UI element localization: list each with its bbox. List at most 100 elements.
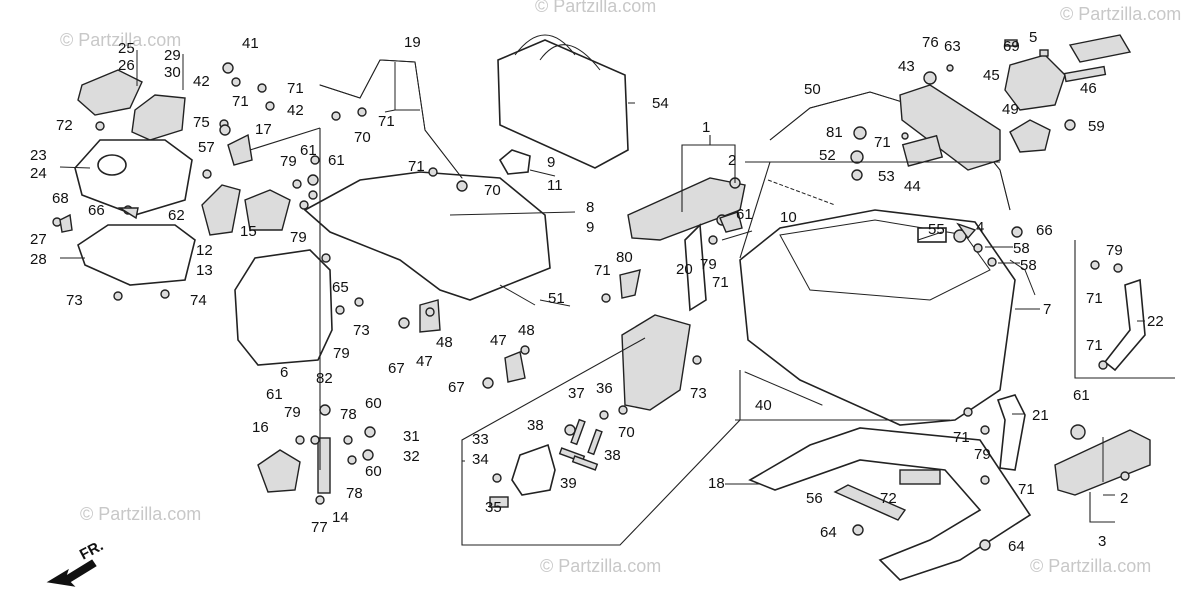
part-clamp-80 bbox=[619, 269, 641, 299]
callout-59: 59 bbox=[1088, 118, 1105, 135]
part-trunk-bag bbox=[497, 39, 629, 169]
part-screw bbox=[222, 62, 234, 74]
part-pad-33 bbox=[511, 443, 556, 496]
callout-63: 63 bbox=[944, 38, 961, 55]
callout-73: 73 bbox=[66, 292, 83, 309]
part-screw bbox=[357, 107, 367, 117]
callout-53: 53 bbox=[878, 168, 895, 185]
part-screw bbox=[851, 169, 863, 181]
watermark: © Partzilla.com bbox=[60, 30, 181, 50]
part-screw bbox=[564, 424, 576, 436]
callout-71: 71 bbox=[378, 113, 395, 130]
callout-65: 65 bbox=[332, 279, 349, 296]
front-arrow-icon bbox=[46, 559, 97, 587]
part-spring bbox=[587, 428, 603, 456]
part-bracket-16 bbox=[257, 449, 301, 493]
callout-71: 71 bbox=[1086, 337, 1103, 354]
callout-45: 45 bbox=[983, 67, 1000, 84]
part-screw bbox=[347, 455, 357, 465]
part-seat-hinge bbox=[201, 184, 241, 236]
callout-79: 79 bbox=[700, 256, 717, 273]
part-bag-handle bbox=[514, 34, 601, 71]
callout-66: 66 bbox=[1036, 222, 1053, 239]
part-stay-right bbox=[1103, 278, 1146, 372]
callout-34: 34 bbox=[472, 451, 489, 468]
part-screw bbox=[980, 475, 990, 485]
callout-2: 2 bbox=[728, 152, 736, 169]
callout-73: 73 bbox=[353, 322, 370, 339]
watermarks: © Partzilla.com © Partzilla.com © Partzi… bbox=[60, 0, 1181, 576]
callout-71: 71 bbox=[874, 134, 891, 151]
callout-78: 78 bbox=[346, 485, 363, 502]
part-screw bbox=[601, 293, 611, 303]
part-hinge-bracket bbox=[899, 84, 1001, 171]
part-rod-51 bbox=[499, 284, 536, 306]
callout-11: 11 bbox=[547, 177, 563, 194]
callout-7: 7 bbox=[1043, 301, 1051, 318]
part-screw bbox=[321, 253, 331, 263]
callout-70: 70 bbox=[484, 182, 501, 199]
part-screw bbox=[692, 355, 702, 365]
callout-44: 44 bbox=[904, 178, 921, 195]
callout-77: 77 bbox=[311, 519, 328, 536]
part-trim-bar bbox=[833, 484, 907, 521]
part-key bbox=[1063, 65, 1107, 83]
callout-24: 24 bbox=[30, 165, 47, 182]
callout-61: 61 bbox=[266, 386, 283, 403]
part-screw bbox=[1113, 263, 1123, 273]
part-screw bbox=[923, 71, 937, 85]
callout-58: 58 bbox=[1020, 257, 1037, 274]
part-side-stay bbox=[996, 394, 1026, 471]
part-screw bbox=[257, 83, 267, 93]
part-screw bbox=[202, 169, 212, 179]
part-screw bbox=[398, 317, 410, 329]
callout-76: 76 bbox=[922, 34, 939, 51]
callout-68: 68 bbox=[52, 190, 69, 207]
callout-72: 72 bbox=[56, 117, 73, 134]
callout-35: 35 bbox=[485, 499, 502, 516]
part-hinge-15 bbox=[244, 189, 291, 231]
part-screw bbox=[456, 180, 468, 192]
part-trunk-panel bbox=[621, 314, 691, 411]
callout-64: 64 bbox=[1008, 538, 1025, 555]
part-clip-27 bbox=[59, 213, 73, 233]
part-screw bbox=[335, 305, 345, 315]
callout-61: 61 bbox=[300, 142, 317, 159]
callout-79: 79 bbox=[284, 404, 301, 421]
leader-lines bbox=[59, 50, 1175, 546]
callout-71: 71 bbox=[712, 274, 729, 291]
callout-71: 71 bbox=[953, 429, 970, 446]
part-grab-rail-inner bbox=[319, 59, 463, 179]
callout-71: 71 bbox=[232, 93, 249, 110]
callout-46: 46 bbox=[1080, 80, 1097, 97]
callout-61: 61 bbox=[1073, 387, 1090, 404]
callout-67: 67 bbox=[448, 379, 465, 396]
callout-12: 12 bbox=[196, 242, 213, 259]
part-nut-61 bbox=[719, 211, 743, 233]
callout-16: 16 bbox=[252, 419, 269, 436]
part-trunk-shell bbox=[303, 171, 551, 301]
part-gasket bbox=[498, 149, 531, 175]
callout-38: 38 bbox=[527, 417, 544, 434]
callout-71: 71 bbox=[287, 80, 304, 97]
callout-48: 48 bbox=[436, 334, 453, 351]
callout-2: 2 bbox=[1120, 490, 1128, 507]
part-screw bbox=[160, 289, 170, 299]
part-screw bbox=[618, 405, 628, 415]
part-lid-cover bbox=[77, 69, 143, 116]
callout-5: 5 bbox=[1029, 29, 1037, 46]
front-direction-label: FR. bbox=[77, 537, 106, 563]
part-spring bbox=[571, 455, 599, 471]
callout-39: 39 bbox=[560, 475, 577, 492]
part-screw bbox=[901, 132, 909, 140]
callout-30: 30 bbox=[164, 64, 181, 81]
part-lock-plate bbox=[1009, 119, 1051, 153]
callout-14: 14 bbox=[332, 509, 349, 526]
callout-40: 40 bbox=[755, 397, 772, 414]
callout-23: 23 bbox=[30, 147, 47, 164]
part-rear-light bbox=[627, 177, 746, 241]
part-screw bbox=[987, 257, 997, 267]
callout-66: 66 bbox=[88, 202, 105, 219]
callout-1: 1 bbox=[702, 119, 710, 136]
